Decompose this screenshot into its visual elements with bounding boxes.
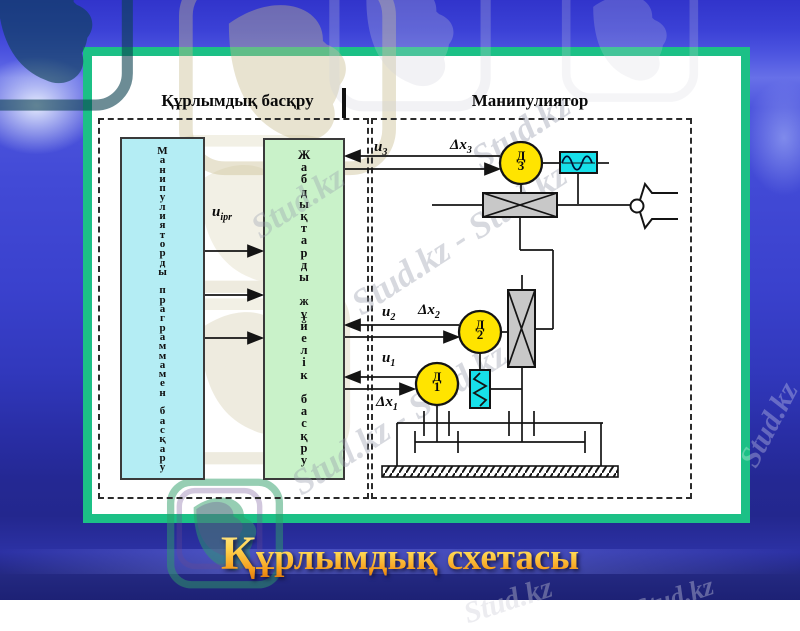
signal-label-uipr: uipr — [212, 204, 233, 223]
background-bottom-streak — [0, 549, 800, 574]
signal-label-u1: u1 — [382, 350, 396, 369]
program-control-block: М а н и п у л и я т о р д ы п р а г р а … — [120, 137, 205, 480]
signal-label-dx2: Δx2 — [418, 302, 440, 321]
manipulator-section-box — [371, 118, 692, 499]
slide-title-text: ұрлымдық схетасы — [255, 537, 580, 578]
signal-label-u3: u3 — [374, 139, 388, 158]
signal-label-dx3: Δx3 — [450, 137, 472, 156]
system-control-block-label: Ж а б д ы қ т а р д ы ж ұ й е л і к б а … — [297, 148, 311, 468]
control-section-header: Құрлымдық басқру — [161, 91, 314, 110]
program-control-block-label: М а н и п у л и я т о р д ы п р а г р а … — [157, 145, 168, 474]
slide-title: Құрлымдық схетасы — [60, 526, 740, 581]
sensor-d3-label: Д 3 — [516, 148, 526, 173]
signal-label-u2: u2 — [382, 304, 396, 323]
signal-label-dx1: Δx1 — [376, 394, 398, 413]
sensor-d1-label: Д 1 — [432, 369, 442, 394]
manipulator-section-header: Манипулиятор — [471, 91, 589, 110]
sensor-d2-label: Д 2 — [475, 317, 485, 342]
slide-title-first-letter: Қ — [220, 527, 256, 580]
header-divider — [342, 88, 346, 118]
system-control-block: Ж а б д ы қ т а р д ы ж ұ й е л і к б а … — [263, 138, 345, 480]
